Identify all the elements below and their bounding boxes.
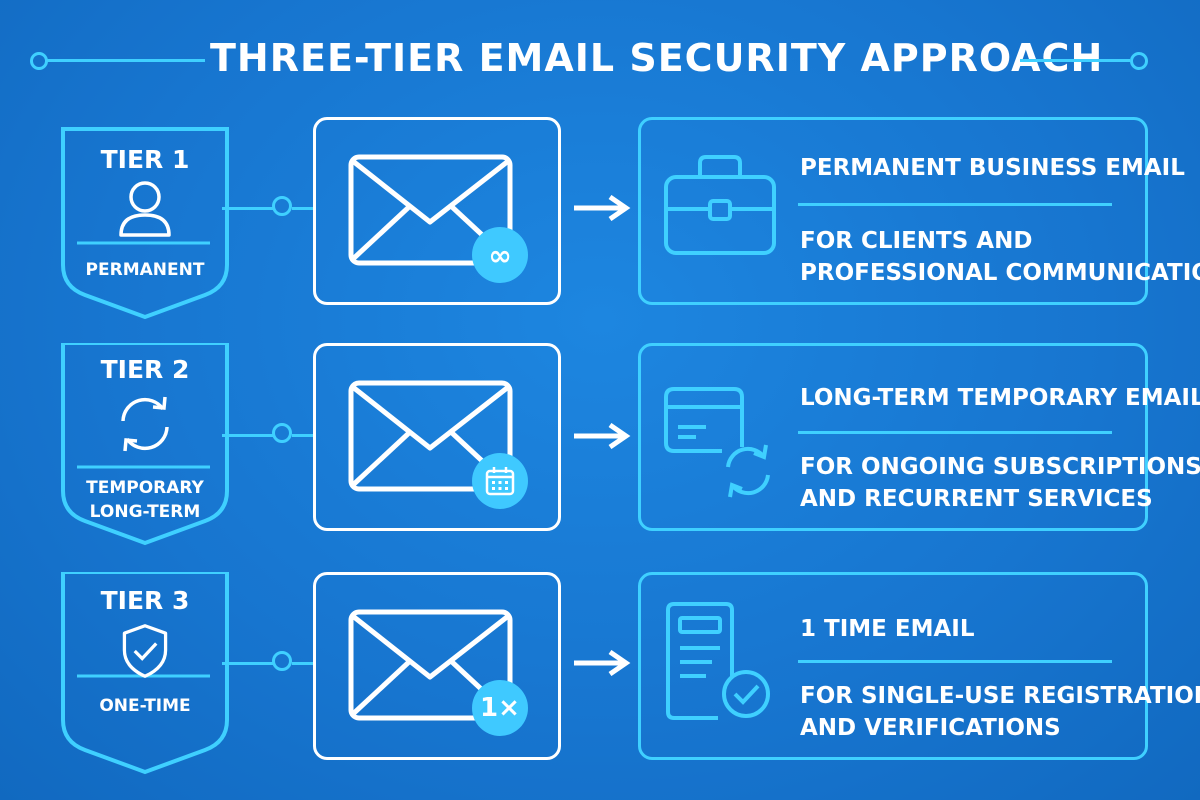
connector-line bbox=[222, 434, 274, 437]
info-card bbox=[638, 572, 1148, 760]
connector-line bbox=[222, 662, 274, 665]
mailbox-card bbox=[313, 572, 561, 760]
tier-subtitle: ONE-TIME bbox=[99, 696, 191, 716]
one-time-icon: 1× bbox=[472, 680, 528, 736]
tier-row-3: TIER 3 ONE-TIME 1× 1 TIME EMAIL FOR SING… bbox=[0, 572, 1200, 782]
envelope-icon bbox=[348, 154, 513, 266]
connector-node bbox=[272, 651, 292, 671]
info-card bbox=[638, 117, 1148, 305]
info-title: PERMANENT BUSINESS EMAIL bbox=[800, 155, 1185, 181]
info-card bbox=[638, 343, 1148, 531]
briefcase-icon bbox=[664, 155, 776, 255]
info-description: FOR ONGOING SUBSCRIPTIONS AND RECURRENT … bbox=[800, 454, 1200, 512]
page-title: THREE-TIER EMAIL SECURITY APPROACH bbox=[210, 36, 1104, 80]
tier-name: TIER 3 bbox=[100, 586, 190, 615]
tier-name: TIER 2 bbox=[100, 355, 190, 384]
connector-line bbox=[292, 207, 314, 210]
recurring-card-icon bbox=[664, 387, 770, 498]
info-divider bbox=[798, 431, 1112, 434]
info-title: LONG-TERM TEMPORARY EMAIL bbox=[800, 385, 1200, 411]
title-left-line bbox=[45, 59, 205, 62]
mailbox-card bbox=[313, 343, 561, 531]
title-right-dot bbox=[1130, 52, 1148, 70]
connector-node bbox=[272, 196, 292, 216]
user-icon bbox=[119, 181, 171, 237]
infinity-icon: ∞ bbox=[472, 227, 528, 283]
info-description: FOR CLIENTS AND PROFESSIONAL COMMUNICATI… bbox=[800, 228, 1200, 286]
calendar-glyph-icon bbox=[485, 467, 515, 496]
tier-name: TIER 1 bbox=[100, 145, 190, 174]
tier-subtitle: PERMANENT bbox=[85, 260, 205, 280]
arrow-right-icon bbox=[574, 650, 631, 676]
tier-row-2: TIER 2 TEMPORARY LONG-TERM bbox=[0, 343, 1200, 553]
tier-shield-2 bbox=[61, 343, 229, 546]
tier-shield-1 bbox=[61, 127, 229, 320]
connector-node bbox=[272, 423, 292, 443]
mailbox-card bbox=[313, 117, 561, 305]
shield-check-icon bbox=[122, 624, 168, 678]
connector-line bbox=[292, 662, 314, 665]
tier-subtitle: TEMPORARY LONG-TERM bbox=[86, 478, 204, 522]
connector-line bbox=[292, 434, 314, 437]
info-title: 1 TIME EMAIL bbox=[800, 616, 975, 642]
arrow-right-icon bbox=[574, 423, 631, 449]
calendar-icon bbox=[472, 453, 528, 509]
tier-row-1: TIER 1 PERMANENT ∞ PERMANENT BUSINESS EM… bbox=[0, 117, 1200, 327]
arrow-right-icon bbox=[574, 195, 631, 221]
info-description: FOR SINGLE-USE REGISTRATIONS AND VERIFIC… bbox=[800, 683, 1200, 741]
info-divider bbox=[798, 660, 1112, 663]
info-divider bbox=[798, 203, 1112, 206]
connector-line bbox=[222, 207, 274, 210]
title-right-line bbox=[1020, 59, 1130, 62]
refresh-icon bbox=[121, 396, 169, 452]
title-row: THREE-TIER EMAIL SECURITY APPROACH bbox=[0, 30, 1200, 90]
document-check-icon bbox=[666, 602, 770, 720]
